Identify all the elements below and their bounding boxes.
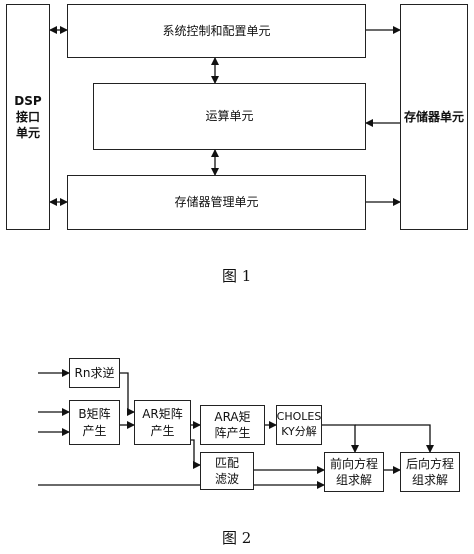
compute-unit: 运算单元 — [93, 83, 366, 150]
dsp-interface-unit: DSP 接口 单元 — [6, 4, 50, 230]
dsp-label-line3: 单元 — [15, 126, 40, 141]
compute-unit-label: 运算单元 — [205, 109, 254, 124]
backward-solve-label-line2: 组求解 — [411, 473, 448, 487]
matched-filter-label-line2: 滤波 — [214, 472, 239, 486]
dsp-label-line2: 接口 — [15, 109, 40, 124]
backward-solve-label-line1: 后向方程 — [405, 456, 454, 471]
arrow-cholesky-to-forward — [322, 424, 359, 453]
ar-matrix-label-line1: AR矩阵 — [142, 407, 183, 422]
figure1-caption: 图 1 — [222, 267, 252, 285]
system-control-unit: 系统控制和配置单元 — [67, 4, 366, 58]
ara-matrix-block: ARA矩 阵产生 — [200, 405, 265, 445]
dsp-label-line1: DSP — [14, 93, 42, 108]
matched-filter-label-line1: 匹配 — [214, 455, 239, 470]
b-matrix-label-line1: B矩阵 — [78, 407, 111, 422]
matched-filter-block: 匹配 滤波 — [200, 452, 254, 490]
cholesky-block: CHOLES KY分解 — [276, 405, 322, 445]
arrow-ar-to-filter — [191, 439, 201, 469]
system-control-label: 系统控制和配置单元 — [162, 23, 271, 38]
backward-solve-block: 后向方程 组求解 — [400, 452, 460, 492]
memory-unit: 存储器单元 — [400, 4, 468, 230]
ara-matrix-label-line2: 阵产生 — [214, 426, 251, 440]
cholesky-label-line2: KY分解 — [281, 425, 317, 438]
arrow-cholesky-to-backward — [355, 424, 434, 453]
rn-inverse-block: Rn求逆 — [69, 358, 120, 388]
ara-matrix-label-line1: ARA矩 — [214, 409, 251, 424]
b-matrix-label-line2: 产生 — [82, 423, 107, 438]
forward-solve-block: 前向方程 组求解 — [324, 452, 384, 492]
forward-solve-label-line1: 前向方程 — [329, 456, 378, 471]
memory-management-label: 存储器管理单元 — [174, 195, 259, 210]
b-matrix-block: B矩阵 产生 — [69, 400, 120, 445]
arrow-rn-to-ar — [120, 372, 135, 416]
figure2-caption: 图 2 — [222, 529, 252, 547]
rn-inverse-label: Rn求逆 — [74, 365, 115, 380]
ar-matrix-label-line2: 产生 — [150, 423, 175, 438]
memory-unit-label: 存储器单元 — [403, 109, 464, 124]
memory-management-unit: 存储器管理单元 — [67, 175, 366, 230]
cholesky-label-line1: CHOLES — [276, 410, 322, 424]
forward-solve-label-line2: 组求解 — [335, 473, 372, 487]
ar-matrix-block: AR矩阵 产生 — [134, 400, 191, 445]
